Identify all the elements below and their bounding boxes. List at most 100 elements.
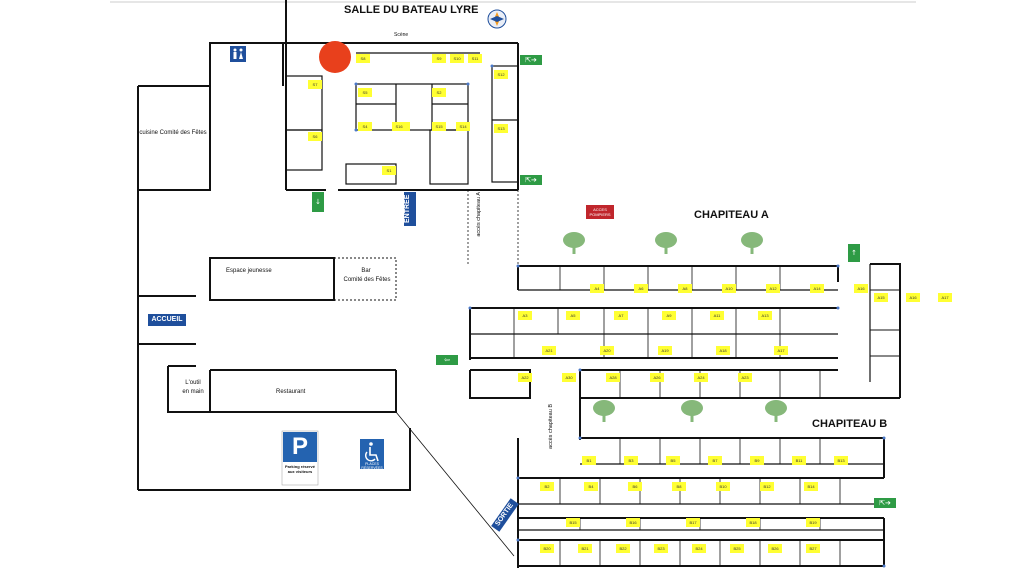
exit-sign: ⇱➔ [520,55,542,65]
stand-label: B14 [804,482,818,491]
stand-label: A13 [758,311,772,320]
stand-label: A6 [634,284,648,293]
stand-label: B13 [834,456,848,465]
stand-label: B8 [672,482,686,491]
stand-label: A15 [874,293,888,302]
stand-label: B20 [540,544,554,553]
exit-sign: ↑ [848,244,860,262]
bar-label-line2: Comité des Fêtes [343,277,391,283]
stand-label: S10 [450,54,464,63]
exit-sign: ↓ [312,192,324,212]
stand-label: B4 [584,482,598,491]
acces-chapiteau-b-label: accès chapiteau B [548,404,554,449]
stand-label: S2 [432,88,446,97]
stand-label: A18 [716,346,730,355]
acces-pompiers-sign: ACCES POMPIERS [586,205,614,219]
stand-label: A10 [722,284,736,293]
stand-label: A26 [650,373,664,382]
stand-label: A16 [854,284,868,293]
stand-label: S11 [468,54,482,63]
stand-label: S5 [358,88,372,97]
outil-label-line1: L'outil [185,380,201,386]
espace-jeunesse-label: Espace jeunesse [226,268,272,274]
chapiteau-a-title: CHAPITEAU A [694,209,769,221]
stand-label: B17 [686,518,700,527]
tree-icons [563,232,787,422]
stand-label: S6 [308,132,322,141]
stand-label: A21 [542,346,556,355]
stand-label: B2 [540,482,554,491]
stand-label: B10 [716,482,730,491]
stand-label: A28 [606,373,620,382]
stand-label: A4 [590,284,604,293]
acces-chapiteau-a-label: accès chapiteau A [476,192,482,237]
stand-label: S14 [456,122,470,131]
stand-label: B26 [768,544,782,553]
restaurant-label: Restaurant [276,389,306,395]
stand-label: A19 [658,346,672,355]
stand-label: B18 [746,518,760,527]
stand-label: B25 [730,544,744,553]
stand-label: B15 [566,518,580,527]
stand-label: A5 [566,311,580,320]
stand-label: A3 [518,311,532,320]
stand-label: A17 [774,346,788,355]
acces-pompiers-line2: POMPIERS [589,212,611,217]
exit-sign: ⇱➔ [520,175,542,185]
stand-label: A17 [938,293,952,302]
stand-label: B6 [628,482,642,491]
exit-sign: ⇦ [436,355,458,365]
logo-icon [487,9,507,29]
salle-title: SALLE DU BATEAU LYRE [344,4,479,16]
stand-label: A22 [518,373,532,382]
stand-label: A12 [766,284,780,293]
stand-label: S4 [358,122,372,131]
stand-label: S15 [432,122,446,131]
scene-label: Scène [394,32,409,38]
stand-label: A14 [810,284,824,293]
stand-label: S13 [494,124,508,133]
stand-label: B27 [806,544,820,553]
stand-label: B9 [750,456,764,465]
entree-sign: ENTRÉE [404,192,416,226]
parking-sign [281,430,319,486]
accueil-sign: ACCUEIL [148,314,186,326]
stand-label: A11 [710,311,724,320]
stand-label: B16 [626,518,640,527]
stand-label: A30 [562,373,576,382]
parking-caption: Parking réservé aux visiteurs [284,464,316,474]
stand-label: B11 [792,456,806,465]
stand-label: S8 [356,54,370,63]
stand-label: B22 [616,544,630,553]
stand-label: S12 [494,70,508,79]
stand-label: S7 [308,80,322,89]
stand-label: B21 [578,544,592,553]
handicap-sign [360,439,384,469]
stand-label: S9 [432,54,446,63]
stand-label: B3 [624,456,638,465]
cuisine-label: cuisine Comité des Fêtes [139,130,207,136]
stand-label: B1 [582,456,596,465]
stand-label: A20 [600,346,614,355]
stand-label: B5 [666,456,680,465]
stand-label: B23 [654,544,668,553]
chapiteau-b-title: CHAPITEAU B [812,418,888,430]
stand-label: B12 [760,482,774,491]
stand-label: B19 [806,518,820,527]
stand-label: A9 [662,311,676,320]
stand-label: S1 [382,166,396,175]
acces-pompiers-line1: ACCES [593,207,607,212]
outil-label-line2: en main [182,389,204,395]
stand-label: A16 [906,293,920,302]
stand-label: A7 [614,311,628,320]
stand-label: A8 [678,284,692,293]
parking-letter: P [291,433,308,460]
stand-label: S16 [392,122,406,131]
stand-label: B24 [692,544,706,553]
stand-label: A23 [738,373,752,382]
toilets-icon [230,46,246,62]
handicap-caption: PLACES RÉSERVÉES [361,462,383,470]
stand-label: B7 [708,456,722,465]
bar-label-line1: Bar [361,268,371,274]
